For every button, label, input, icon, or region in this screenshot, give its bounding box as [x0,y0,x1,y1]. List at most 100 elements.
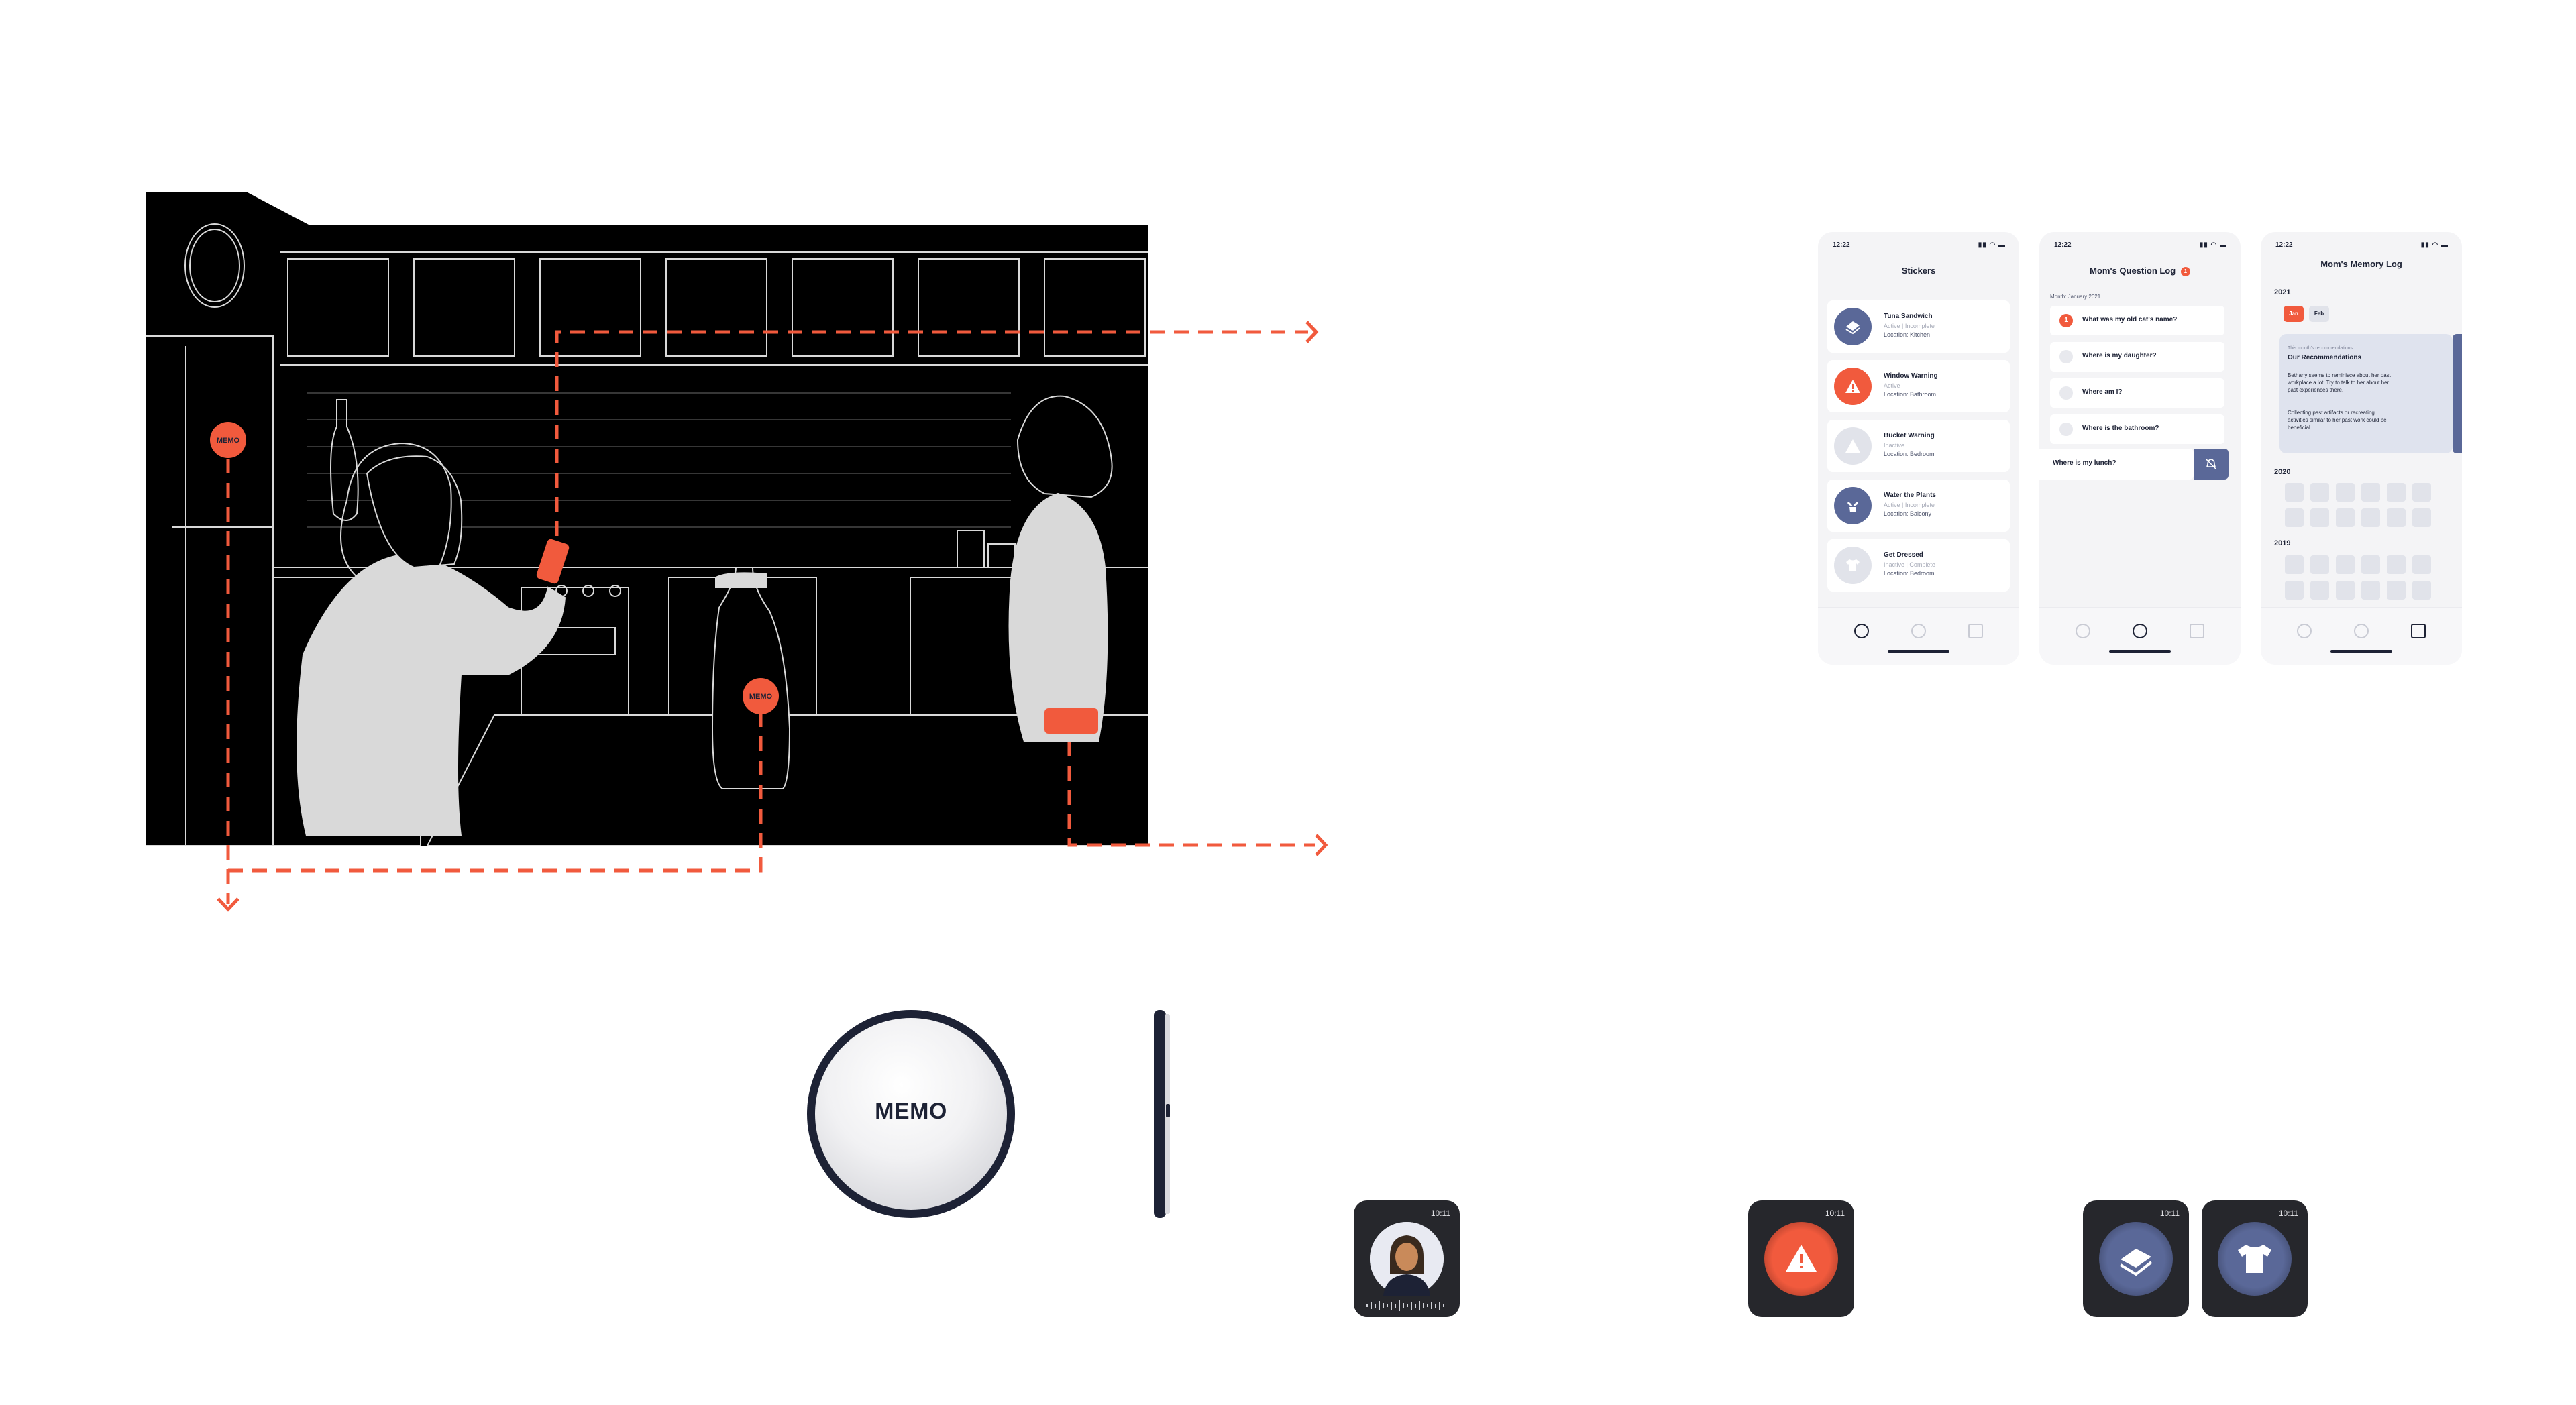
year-label: 2021 [2274,288,2291,296]
memo-device-label: MEMO [875,1099,947,1124]
system-icons: ▮▮ ◠ ▬ [2199,241,2227,249]
question-item[interactable]: Where is the bathroom? [2050,414,2224,444]
year-label: 2020 [2274,468,2291,476]
month-grid-2020[interactable] [2285,483,2431,527]
sticker-title: Bucket Warning [1884,432,1935,439]
memo-tag-cabinet-label: MEMO [217,437,240,445]
question-text: What was my old cat's name? [2082,316,2178,323]
memo-sticker-device-front: MEMO [807,1010,1015,1218]
watch-time: 10:11 [1825,1209,1845,1218]
phone-memory-log-screen: 12:22 ▮▮ ◠ ▬ Mom's Memory Log 2021 Jan Fe… [2261,232,2462,665]
sticker-card[interactable]: Tuna Sandwich Active | Incomplete Locati… [1827,300,2010,353]
tab-questions-icon[interactable] [2354,624,2369,638]
question-text: Where is the bathroom? [2082,425,2159,432]
system-icons: ▮▮ ◠ ▬ [1978,241,2006,249]
watch-face-voice: 10:11 [1354,1200,1460,1317]
tab-stickers-icon[interactable] [1854,624,1869,638]
recommendation-heading: Our Recommendations [2288,354,2362,361]
sticker-status: Active | Incomplete [1884,323,1935,329]
sticker-status: Active [1884,382,1900,389]
sticker-status: Inactive [1884,442,1905,449]
watch-time: 10:11 [1430,1209,1450,1218]
question-swiped-body: Where is my lunch? [2039,449,2194,480]
status-time: 12:22 [2054,241,2072,249]
sandwich-icon [1834,308,1872,345]
recommendation-card: This month's recommendations Our Recomme… [2279,334,2453,453]
status-bar: 12:22 ▮▮ ◠ ▬ [2275,241,2449,251]
watch-face-shirt: 10:11 [2202,1200,2308,1317]
month-chip-selected[interactable]: Jan [2284,306,2304,322]
tab-stickers-icon[interactable] [2076,624,2090,638]
plant-icon [1834,487,1872,524]
sticker-title: Get Dressed [1884,551,1923,559]
tab-calendar-icon[interactable] [2190,624,2204,638]
phone-stickers-screen: 12:22 ▮▮ ◠ ▬ Stickers Tuna Sandwich Activ… [1818,232,2019,665]
status-time: 12:22 [1833,241,1850,249]
sticker-location: Location: Bathroom [1884,391,1937,398]
question-number [2059,423,2073,436]
tab-calendar-icon[interactable] [1968,624,1983,638]
question-number [2059,386,2073,400]
question-item[interactable]: Where am I? [2050,378,2224,408]
watch-face-sandwich: 10:11 [2083,1200,2189,1317]
sticker-card[interactable]: Get Dressed Inactive | Complete Location… [1827,539,2010,592]
phone-question-log-screen: 12:22 ▮▮ ◠ ▬ Mom's Question Log 1 Month: … [2039,232,2241,665]
status-bar: 12:22 ▮▮ ◠ ▬ [2054,241,2227,251]
question-item[interactable]: 1 What was my old cat's name? [2050,306,2224,335]
month-label: Month: January 2021 [2050,294,2101,300]
tab-questions-icon[interactable] [2133,624,2147,638]
month-grid-2019[interactable] [2285,555,2431,600]
recommendation-scroll-edge[interactable] [2453,334,2462,453]
page-title: Stickers [1901,266,1936,276]
shirt-icon [2218,1222,2292,1296]
recommendation-text: Collecting past artifacts or recreating … [2288,410,2387,431]
sandwich-icon [2099,1222,2173,1296]
sticker-card[interactable]: Bucket Warning Inactive Location: Bedroo… [1827,420,2010,472]
month-chip[interactable]: Feb [2309,306,2329,322]
bell-off-icon[interactable] [2194,449,2229,480]
sticker-card[interactable]: Window Warning Active Location: Bathroom [1827,360,2010,412]
warning-icon [1764,1222,1838,1296]
question-number [2059,350,2073,363]
status-time: 12:22 [2275,241,2293,249]
tab-bar [2039,607,2241,665]
shirt-icon [1834,547,1872,584]
question-text: Where is my lunch? [2053,459,2116,467]
sticker-card[interactable]: Water the Plants Active | Incomplete Loc… [1827,480,2010,532]
home-indicator [1888,650,1949,653]
warning-icon [1834,427,1872,465]
page-title: Mom's Memory Log [2320,259,2402,269]
tab-bar [1818,607,2019,665]
tab-stickers-icon[interactable] [2297,624,2312,638]
sticker-title: Water the Plants [1884,492,1936,499]
sticker-status: Inactive | Complete [1884,561,1935,568]
tab-calendar-icon[interactable] [2411,624,2426,638]
system-icons: ▮▮ ◠ ▬ [2420,241,2449,249]
sticker-location: Location: Bedroom [1884,570,1935,577]
sticker-location: Location: Bedroom [1884,451,1935,457]
memo-device-face [815,1018,1007,1210]
warning-icon [1834,368,1872,405]
tab-bar [2261,607,2462,665]
memo-tag-bottle-label: MEMO [749,693,773,701]
voice-waveform-icon [1366,1300,1444,1311]
tab-questions-icon[interactable] [1911,624,1926,638]
page-title-text: Mom's Question Log [2090,266,2176,276]
question-item-swiped[interactable]: Where is my lunch? [2039,449,2229,480]
question-text: Where is my daughter? [2082,352,2157,359]
watch-face-warning: 10:11 [1748,1200,1854,1317]
memo-tag-bottle [743,678,779,714]
notification-badge: 1 [2180,266,2190,276]
question-item[interactable]: Where is my daughter? [2050,342,2224,372]
home-indicator [2330,650,2392,653]
memo-sticker-device-side [1154,1010,1170,1218]
recommendation-text: Bethany seems to reminisce about her pas… [2288,372,2391,393]
sticker-status: Active | Incomplete [1884,502,1935,508]
page-title: Mom's Question Log 1 [2039,266,2241,276]
status-bar: 12:22 ▮▮ ◠ ▬ [1833,241,2006,251]
question-number: 1 [2059,314,2073,327]
kitchen-scene-illustration: MEMO MEMO [146,192,1148,846]
watch-time: 10:11 [2278,1209,2298,1218]
home-indicator [2109,650,2171,653]
avatar-icon [1370,1222,1444,1296]
